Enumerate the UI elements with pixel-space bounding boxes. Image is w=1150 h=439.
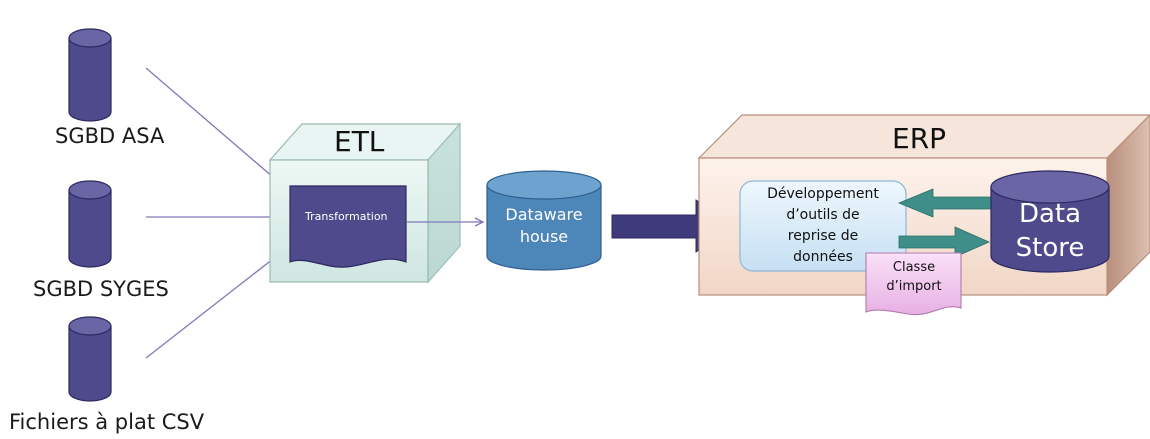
dev-tools-label: Développement d’outils de reprise de don… [745, 184, 901, 268]
dev-tools-line-3: reprise de [787, 228, 859, 244]
data-store-line-2: Store [1015, 233, 1085, 263]
source-label-sgbd-syges: SGBD SYGES [33, 277, 169, 301]
import-class-label: Classe d’import [868, 258, 960, 296]
cylinder-sgbd-asa [68, 28, 112, 122]
dev-tools-box [739, 180, 907, 272]
transformation-document [289, 185, 407, 268]
arrow-datastore-to-dev [897, 188, 993, 218]
cylinder-csv-files [68, 316, 112, 402]
arrow-asa-to-etl [145, 67, 288, 190]
datawarehouse-label-line2: house [519, 227, 569, 246]
source-label-sgbd-asa: SGBD ASA [55, 124, 165, 148]
etl-title: ETL [334, 125, 385, 158]
arrow-csv-to-etl [145, 248, 287, 359]
data-store-cylinder [990, 170, 1110, 273]
source-label-csv-files: Fichiers à plat CSV [9, 410, 205, 434]
data-store-label: Data Store [996, 197, 1104, 265]
import-class-document [865, 252, 962, 316]
dev-tools-line-2: d’outils de [786, 207, 860, 223]
cylinder-sgbd-syges [68, 180, 112, 268]
datawarehouse-cylinder [486, 170, 602, 271]
import-class-line-2: d’import [886, 279, 942, 294]
data-store-line-1: Data [1018, 199, 1082, 229]
erp-title: ERP [892, 122, 947, 155]
datawarehouse-label-line1: Dataware [505, 205, 583, 224]
import-class-line-1: Classe [892, 260, 936, 275]
datawarehouse-label: Dataware house [497, 204, 591, 248]
transformation-label: Transformation [305, 210, 388, 223]
arrow-dev-to-datastore [898, 226, 990, 258]
dev-tools-line-4: données [793, 249, 853, 265]
dev-tools-line-1: Développement [767, 186, 879, 202]
